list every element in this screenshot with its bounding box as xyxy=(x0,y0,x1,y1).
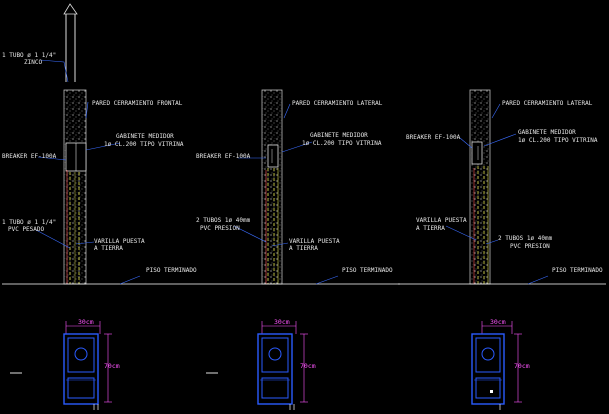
breaker-label: BREAKER EF-100A xyxy=(196,153,251,160)
leader-lines xyxy=(35,59,141,285)
rod-label-line-1: VARILLA PUESTA xyxy=(289,238,340,245)
detail-lateral: PARED CERRAMIENTO LATERAL GABINETE MEDID… xyxy=(196,89,400,410)
wall-label: PARED CERRAMIENTO LATERAL xyxy=(292,100,383,107)
conduit-label-line-1: 2 TUBOS 1ø 40mm xyxy=(498,235,553,242)
detail-lateral-2: PARED CERRAMIENTO LATERAL GABINETE MEDID… xyxy=(398,89,606,410)
meter-box xyxy=(471,141,483,165)
conduit xyxy=(267,168,279,284)
floor-label: PISO TERMINADO xyxy=(552,267,603,274)
cabinet-elevation: 30cm 70cm xyxy=(471,318,530,410)
width-dimension: 30cm xyxy=(274,318,290,326)
breaker-label: BREAKER EF-100A xyxy=(406,134,461,141)
rod-label-line-1: VARILLA PUESTA xyxy=(94,238,145,245)
height-dimension: 70cm xyxy=(514,362,530,370)
breaker-label: BREAKER EF-100A xyxy=(2,153,57,160)
conduit-label-line-2: PVC PESADO xyxy=(8,226,45,233)
leader-lines xyxy=(445,103,549,285)
height-dimension: 70cm xyxy=(300,362,316,370)
cabinet-elevation: 30cm 70cm xyxy=(63,318,120,410)
height-dimension: 70cm xyxy=(104,362,120,370)
conduit-label-line-1: 1 TUBO ø 1 1/4" xyxy=(2,219,56,226)
leader-lines xyxy=(233,103,339,285)
conduit xyxy=(477,166,489,284)
meter-box xyxy=(267,144,279,168)
meter-label-line-2: 1ø CL.200 TIPO VITRINA xyxy=(302,140,382,147)
floor-label: PISO TERMINADO xyxy=(146,267,197,274)
width-dimension: 30cm xyxy=(78,318,94,326)
meter-label-line-2: 1ø CL.200 TIPO VITRINA xyxy=(518,137,598,144)
rod-label-line-2: A TIERRA xyxy=(416,225,445,232)
wall-section xyxy=(469,89,491,285)
meter-label-line-1: GABINETE MEDIDOR xyxy=(310,132,368,139)
rod-label-line-2: A TIERRA xyxy=(289,245,318,252)
top-note-line-2: ZINCO xyxy=(24,59,42,66)
meter-label-line-2: 1ø CL.200 TIPO VITRINA xyxy=(104,141,184,148)
conduit-label-line-2: PVC PRESION xyxy=(200,225,240,232)
wall-label: PARED CERRAMIENTO LATERAL xyxy=(502,100,593,107)
conduit-label-line-1: 2 TUBOS 1ø 40mm xyxy=(196,217,251,224)
width-dimension: 30cm xyxy=(490,318,506,326)
conduit xyxy=(69,172,80,284)
meter-label-line-1: GABINETE MEDIDOR xyxy=(116,133,174,140)
rod-label-line-2: A TIERRA xyxy=(94,245,123,252)
wall-section xyxy=(261,89,283,285)
conduit-label-line-2: PVC PRESION xyxy=(510,243,550,250)
floor-label: PISO TERMINADO xyxy=(342,267,393,274)
meter-label-line-1: GABINETE MEDIDOR xyxy=(518,129,576,136)
cabinet-elevation: 30cm 70cm xyxy=(257,318,316,410)
wall-label: PARED CERRAMIENTO FRONTAL xyxy=(92,100,183,107)
top-note-line-1: 1 TUBO ø 1 1/4" xyxy=(2,52,56,59)
rod-label-line-1: VARILLA PUESTA xyxy=(416,217,467,224)
detail-frontal: 1 TUBO ø 1 1/4" ZINCO PARED CERRAMIENTO … xyxy=(2,3,200,410)
